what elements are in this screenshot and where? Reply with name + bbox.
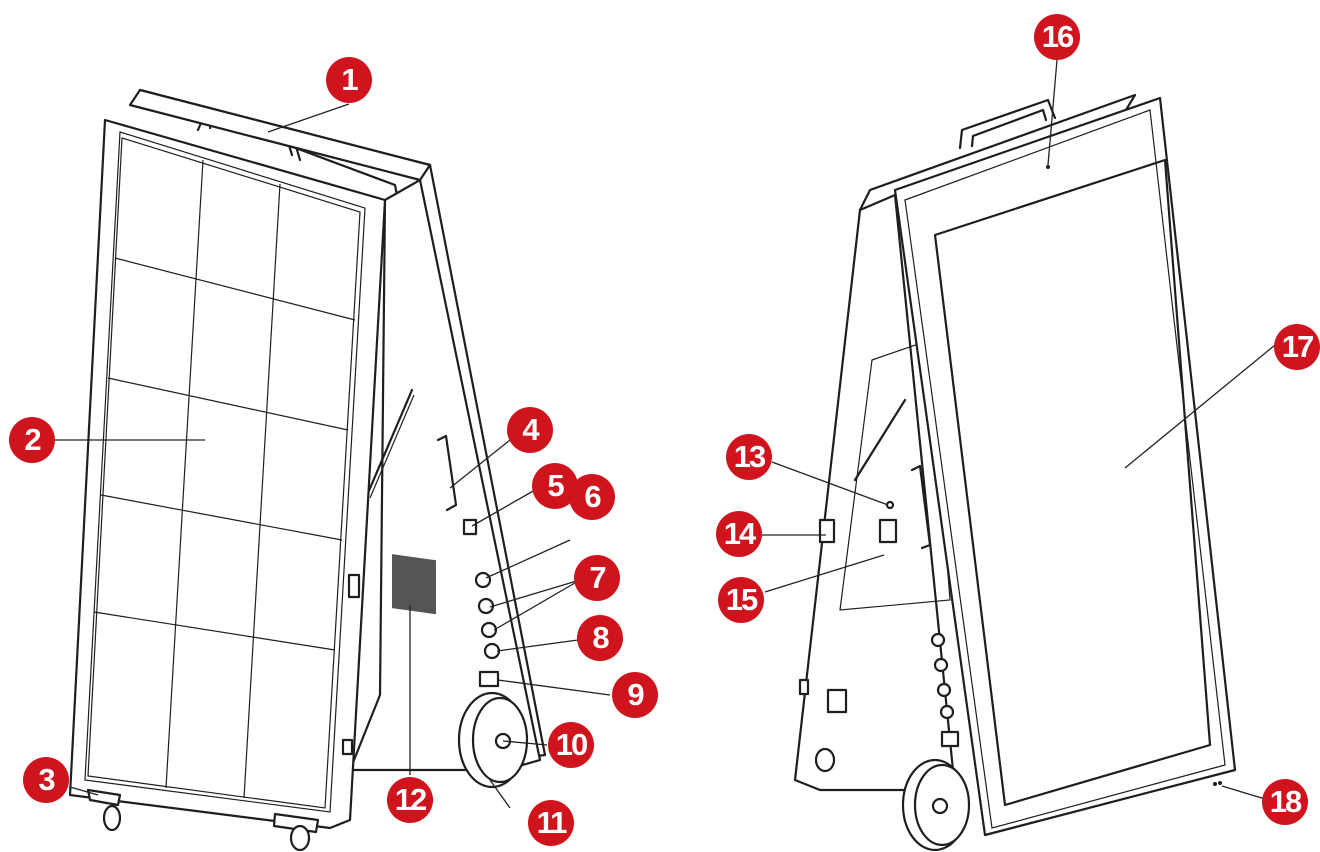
leader-lines: [55, 59, 1286, 809]
callout-10: 10: [548, 722, 594, 768]
callout-2: 2: [9, 417, 55, 463]
left-view: [68, 88, 547, 852]
callout-12: 12: [387, 777, 433, 823]
callout-3: 3: [23, 757, 69, 803]
speaker-grille: [392, 554, 436, 615]
callout-13: 13: [726, 434, 772, 480]
callout-1: 1: [326, 57, 372, 103]
callout-9: 9: [612, 672, 658, 718]
callout-15: 15: [718, 577, 764, 623]
callout-7: 7: [574, 555, 620, 601]
caster-left: [86, 788, 122, 832]
callout-17: 17: [1274, 324, 1320, 370]
rear-grid-panel: [87, 137, 361, 809]
rear-wheel: [457, 691, 529, 789]
right-view: [793, 93, 1237, 852]
callout-8: 8: [577, 615, 623, 661]
callout-4: 4: [507, 407, 553, 453]
front-wheel: [901, 758, 971, 852]
caster-right: [272, 812, 320, 852]
callout-18: 18: [1262, 779, 1308, 825]
callout-11: 11: [528, 800, 574, 846]
callout-14: 14: [716, 511, 762, 557]
callout-16: 16: [1034, 14, 1080, 60]
display-screen: [933, 158, 1212, 807]
callout-6: 6: [569, 474, 615, 520]
